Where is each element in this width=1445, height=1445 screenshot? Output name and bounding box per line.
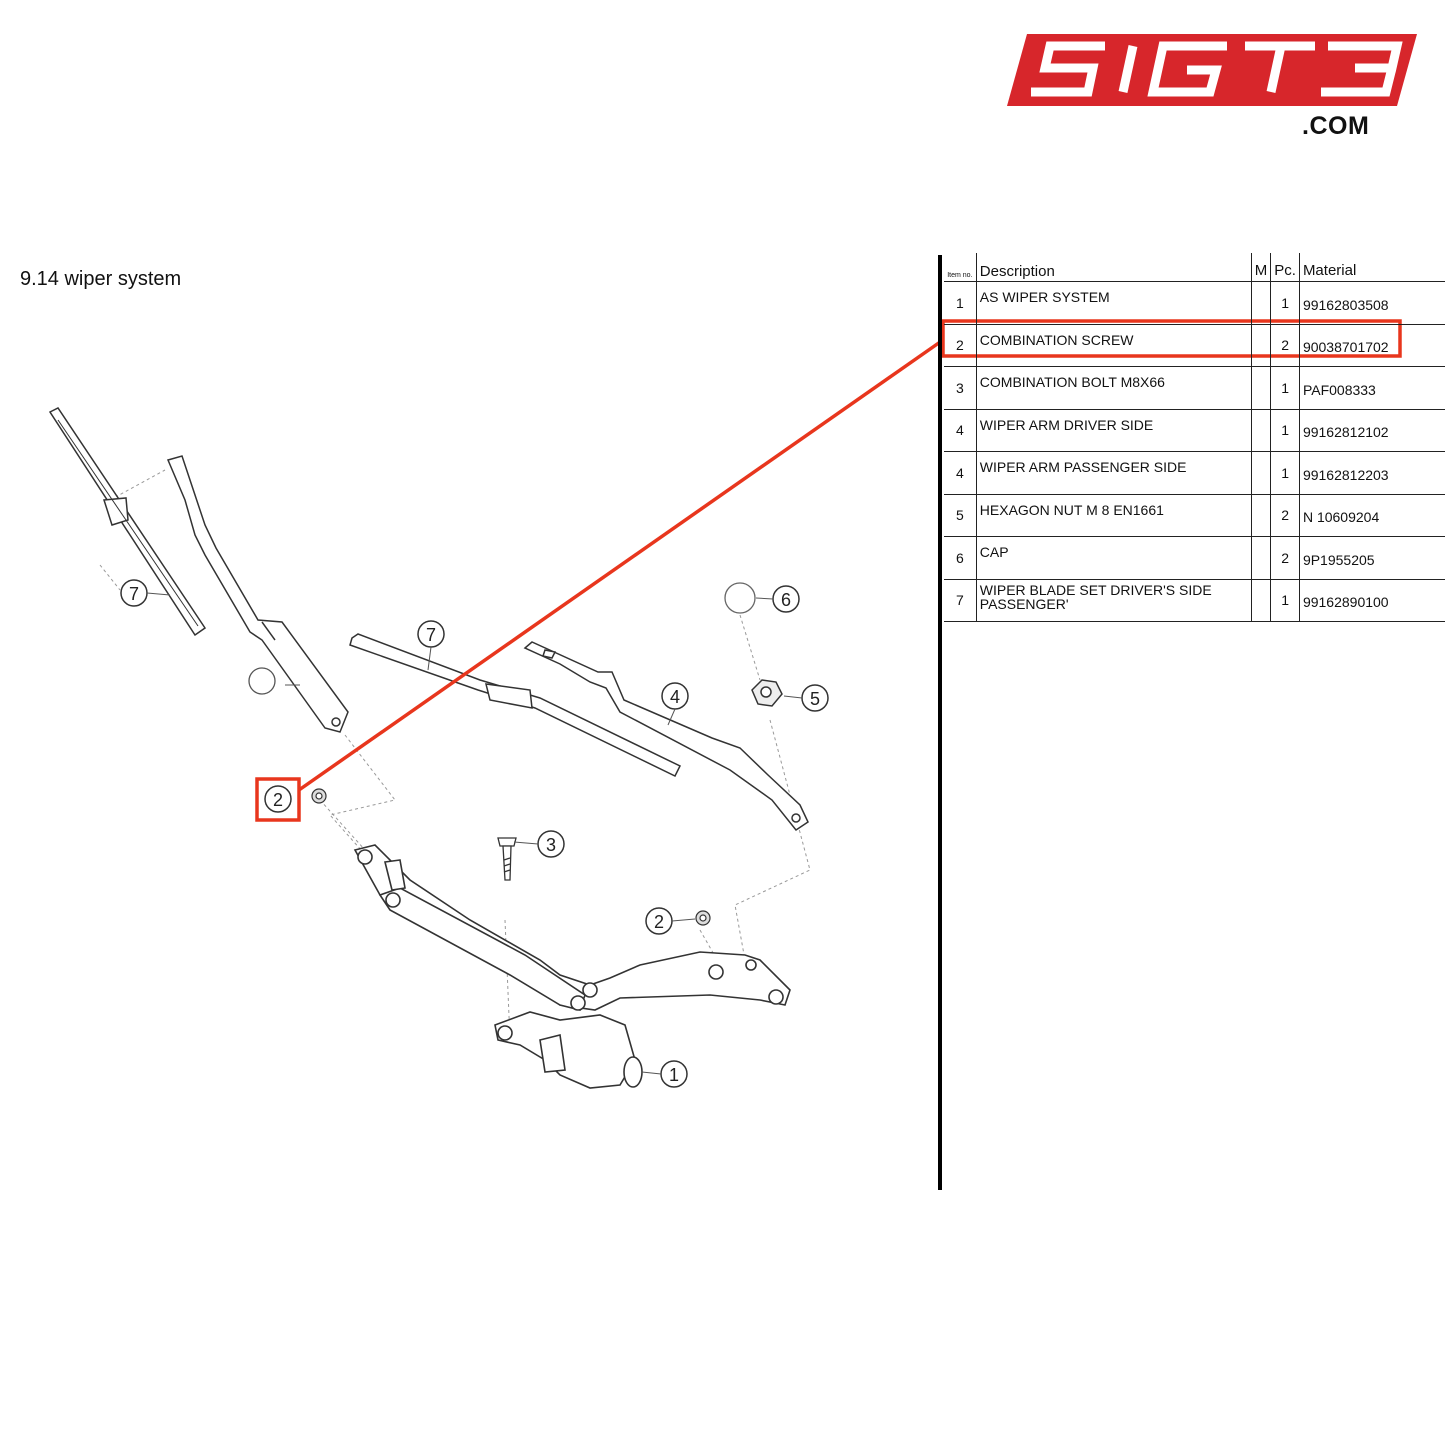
wiper-linkage-assembly [353,844,791,1089]
row-item: 5 [944,494,977,537]
row-description: WIPER BLADE SET DRIVER'S SIDE PASSENGER' [976,579,1252,622]
row-pc: 1 [1270,281,1300,325]
row-m [1251,281,1272,325]
row-description: WIPER ARM DRIVER SIDE [976,409,1252,452]
callout-7-left: 7 [129,584,139,604]
logo-domain: .COM [1302,112,1370,140]
header-m: M [1251,253,1272,282]
callout-2-left: 2 [273,790,283,810]
row-item: 3 [944,366,977,410]
row-m [1251,451,1272,495]
row-item: 1 [944,281,977,325]
row-material: 99162890100 [1299,579,1445,622]
table-divider [938,255,942,1190]
table-row[interactable]: 4 WIPER ARM DRIVER SIDE 1 99162812102 [944,409,1445,452]
table-header-row: Item no. Description M Pc. Material [944,253,1445,282]
table-row[interactable]: 3 COMBINATION BOLT M8X66 1 PAF008333 [944,366,1445,410]
table-row-highlighted[interactable]: 2 COMBINATION SCREW 2 90038701702 [944,324,1445,367]
row-m [1251,536,1272,580]
hex-nut-part [751,679,783,707]
header-pc: Pc. [1270,253,1300,282]
empty-callout-circle [248,667,276,695]
combination-screw-right [695,910,711,926]
table-row[interactable]: 5 HEXAGON NUT M 8 EN1661 2 N 10609204 [944,494,1445,537]
row-description: AS WIPER SYSTEM [976,281,1252,325]
page-title: 9.14 wiper system [20,268,182,290]
row-description: WIPER ARM PASSENGER SIDE [976,451,1252,495]
combination-screw-left [311,788,327,804]
row-pc: 1 [1270,451,1300,495]
table-row[interactable]: 6 CAP 2 9P1955205 [944,536,1445,580]
header-material: Material [1299,253,1445,282]
combination-bolt [497,837,517,881]
row-item: 7 [944,579,977,622]
row-pc: 1 [1270,579,1300,622]
row-description: COMBINATION SCREW [976,324,1252,367]
row-material: 90038701702 [1299,324,1445,367]
row-description: COMBINATION BOLT M8X66 [976,366,1252,410]
row-pc: 1 [1270,409,1300,452]
row-description: CAP [976,536,1252,580]
row-description: HEXAGON NUT M 8 EN1661 [976,494,1252,537]
callout-1: 1 [669,1065,679,1085]
row-material: N 10609204 [1299,494,1445,537]
row-material: 99162803508 [1299,281,1445,325]
wiper-arm-left [166,455,349,733]
row-m [1251,366,1272,410]
row-item: 2 [944,324,977,367]
row-pc: 2 [1270,494,1300,537]
table-row[interactable]: 1 AS WIPER SYSTEM 1 99162803508 [944,281,1445,325]
callout-6: 6 [781,590,791,610]
wiper-arm-right [523,641,809,832]
header-item-no: Item no. [944,253,977,282]
header-description: Description [976,253,1252,282]
row-material: 99162812102 [1299,409,1445,452]
callout-2-right: 2 [654,912,664,932]
row-material: 99162812203 [1299,451,1445,495]
row-item: 6 [944,536,977,580]
row-m [1251,324,1272,367]
row-item: 4 [944,409,977,452]
row-m [1251,579,1272,622]
parts-table: Item no. Description M Pc. Material 1 AS… [944,253,1445,622]
table-row[interactable]: 4 WIPER ARM PASSENGER SIDE 1 99162812203 [944,451,1445,495]
callout-4: 4 [670,687,680,707]
row-pc: 1 [1270,366,1300,410]
wiper-blade-center [349,633,682,777]
row-pc: 2 [1270,536,1300,580]
row-m [1251,409,1272,452]
callout-7-center: 7 [426,625,436,645]
row-m [1251,494,1272,537]
sigt3-logo [1007,34,1417,106]
row-material: 9P1955205 [1299,536,1445,580]
cap-part [724,582,756,614]
table-row[interactable]: 7 WIPER BLADE SET DRIVER'S SIDE PASSENGE… [944,579,1445,622]
row-pc: 2 [1270,324,1300,367]
row-item: 4 [944,451,977,495]
callout-5: 5 [810,689,820,709]
wiper-blade-left [48,407,207,637]
row-material: PAF008333 [1299,366,1445,410]
callout-3: 3 [546,835,556,855]
